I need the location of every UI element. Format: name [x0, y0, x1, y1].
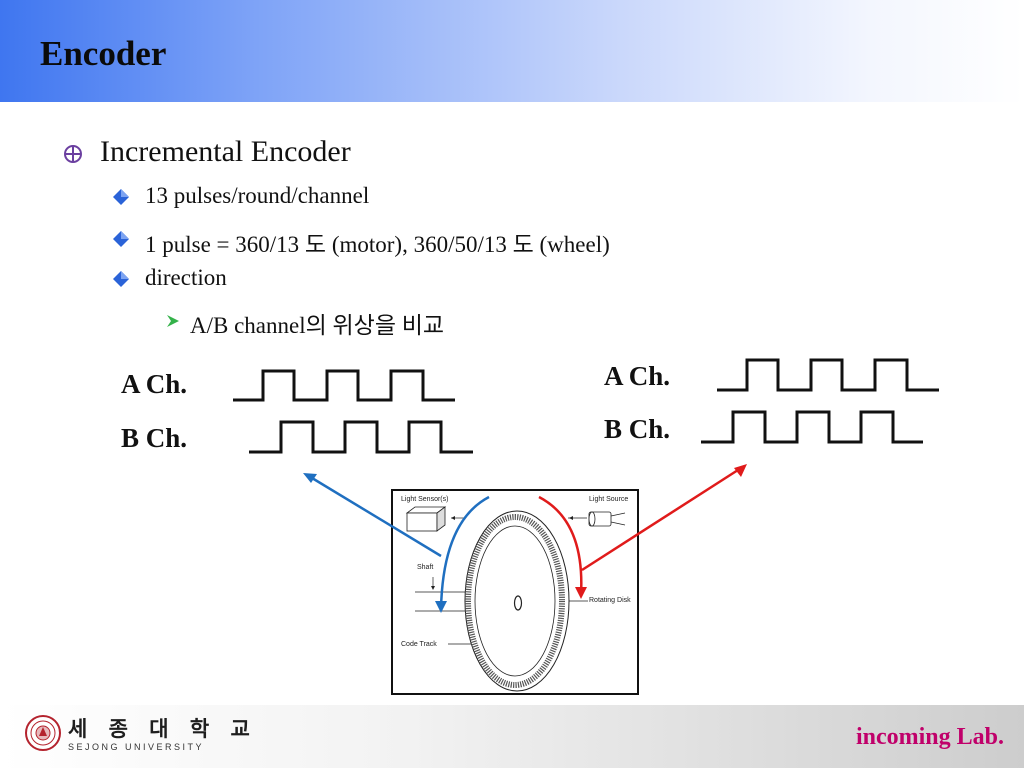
footer	[0, 705, 1024, 768]
right-a-waveform	[717, 358, 939, 392]
blue-arrowhead-icon	[435, 601, 447, 613]
right-a-channel-label: A Ch.	[604, 361, 671, 391]
title-bar	[0, 0, 1024, 102]
left-a-waveform	[233, 369, 455, 402]
red-arrow-icon	[734, 464, 747, 477]
arrowhead-bullet-icon	[167, 315, 179, 327]
university-seal-icon	[25, 715, 61, 751]
light-sensor-icon	[405, 506, 447, 532]
shaft-label: Shaft	[417, 564, 434, 571]
left-b-channel-label: B Ch.	[121, 423, 188, 453]
circle-cross-bullet-icon	[64, 145, 82, 163]
encoder-drawing	[405, 495, 626, 692]
light-source-label: Light Source	[589, 496, 629, 503]
rotating-disk-icon	[464, 510, 570, 692]
light-sensor-label: Light Sensor(s)	[401, 496, 449, 503]
bullet-label: A/B channel의 위상을 비교	[190, 313, 445, 338]
rotating-disk-label: Rotating Disk	[589, 597, 631, 604]
bullet-label: direction	[145, 265, 227, 290]
lab-name: incoming Lab.	[855, 724, 1004, 750]
red-arrowhead-icon	[575, 587, 587, 599]
university-name-ko: 세 종 대 학 교	[68, 717, 257, 741]
diamond-bullet-icon	[113, 271, 129, 287]
bullet-label: Incremental Encoder	[100, 135, 351, 168]
encoder-diagram: Light Sensor(s) Light Source Shaft Rotat…	[391, 489, 639, 695]
right-b-waveform	[701, 410, 923, 444]
left-b-waveform	[249, 420, 473, 454]
code-track-label: Code Track	[401, 641, 437, 648]
left-a-channel-label: A Ch.	[121, 369, 188, 399]
bullet-label: 13 pulses/round/channel	[145, 183, 370, 208]
light-source-icon	[588, 511, 626, 527]
blue-arrow-icon	[303, 473, 317, 483]
diamond-bullet-icon	[113, 189, 129, 205]
bullet-label: 1 pulse = 360/13 도 (motor), 360/50/13 도 …	[145, 232, 610, 257]
diamond-bullet-icon	[113, 231, 129, 247]
university-name-en: SEJONG UNIVERSITY	[68, 742, 205, 752]
slide-title: Encoder	[40, 34, 167, 73]
right-b-channel-label: B Ch.	[604, 414, 671, 444]
